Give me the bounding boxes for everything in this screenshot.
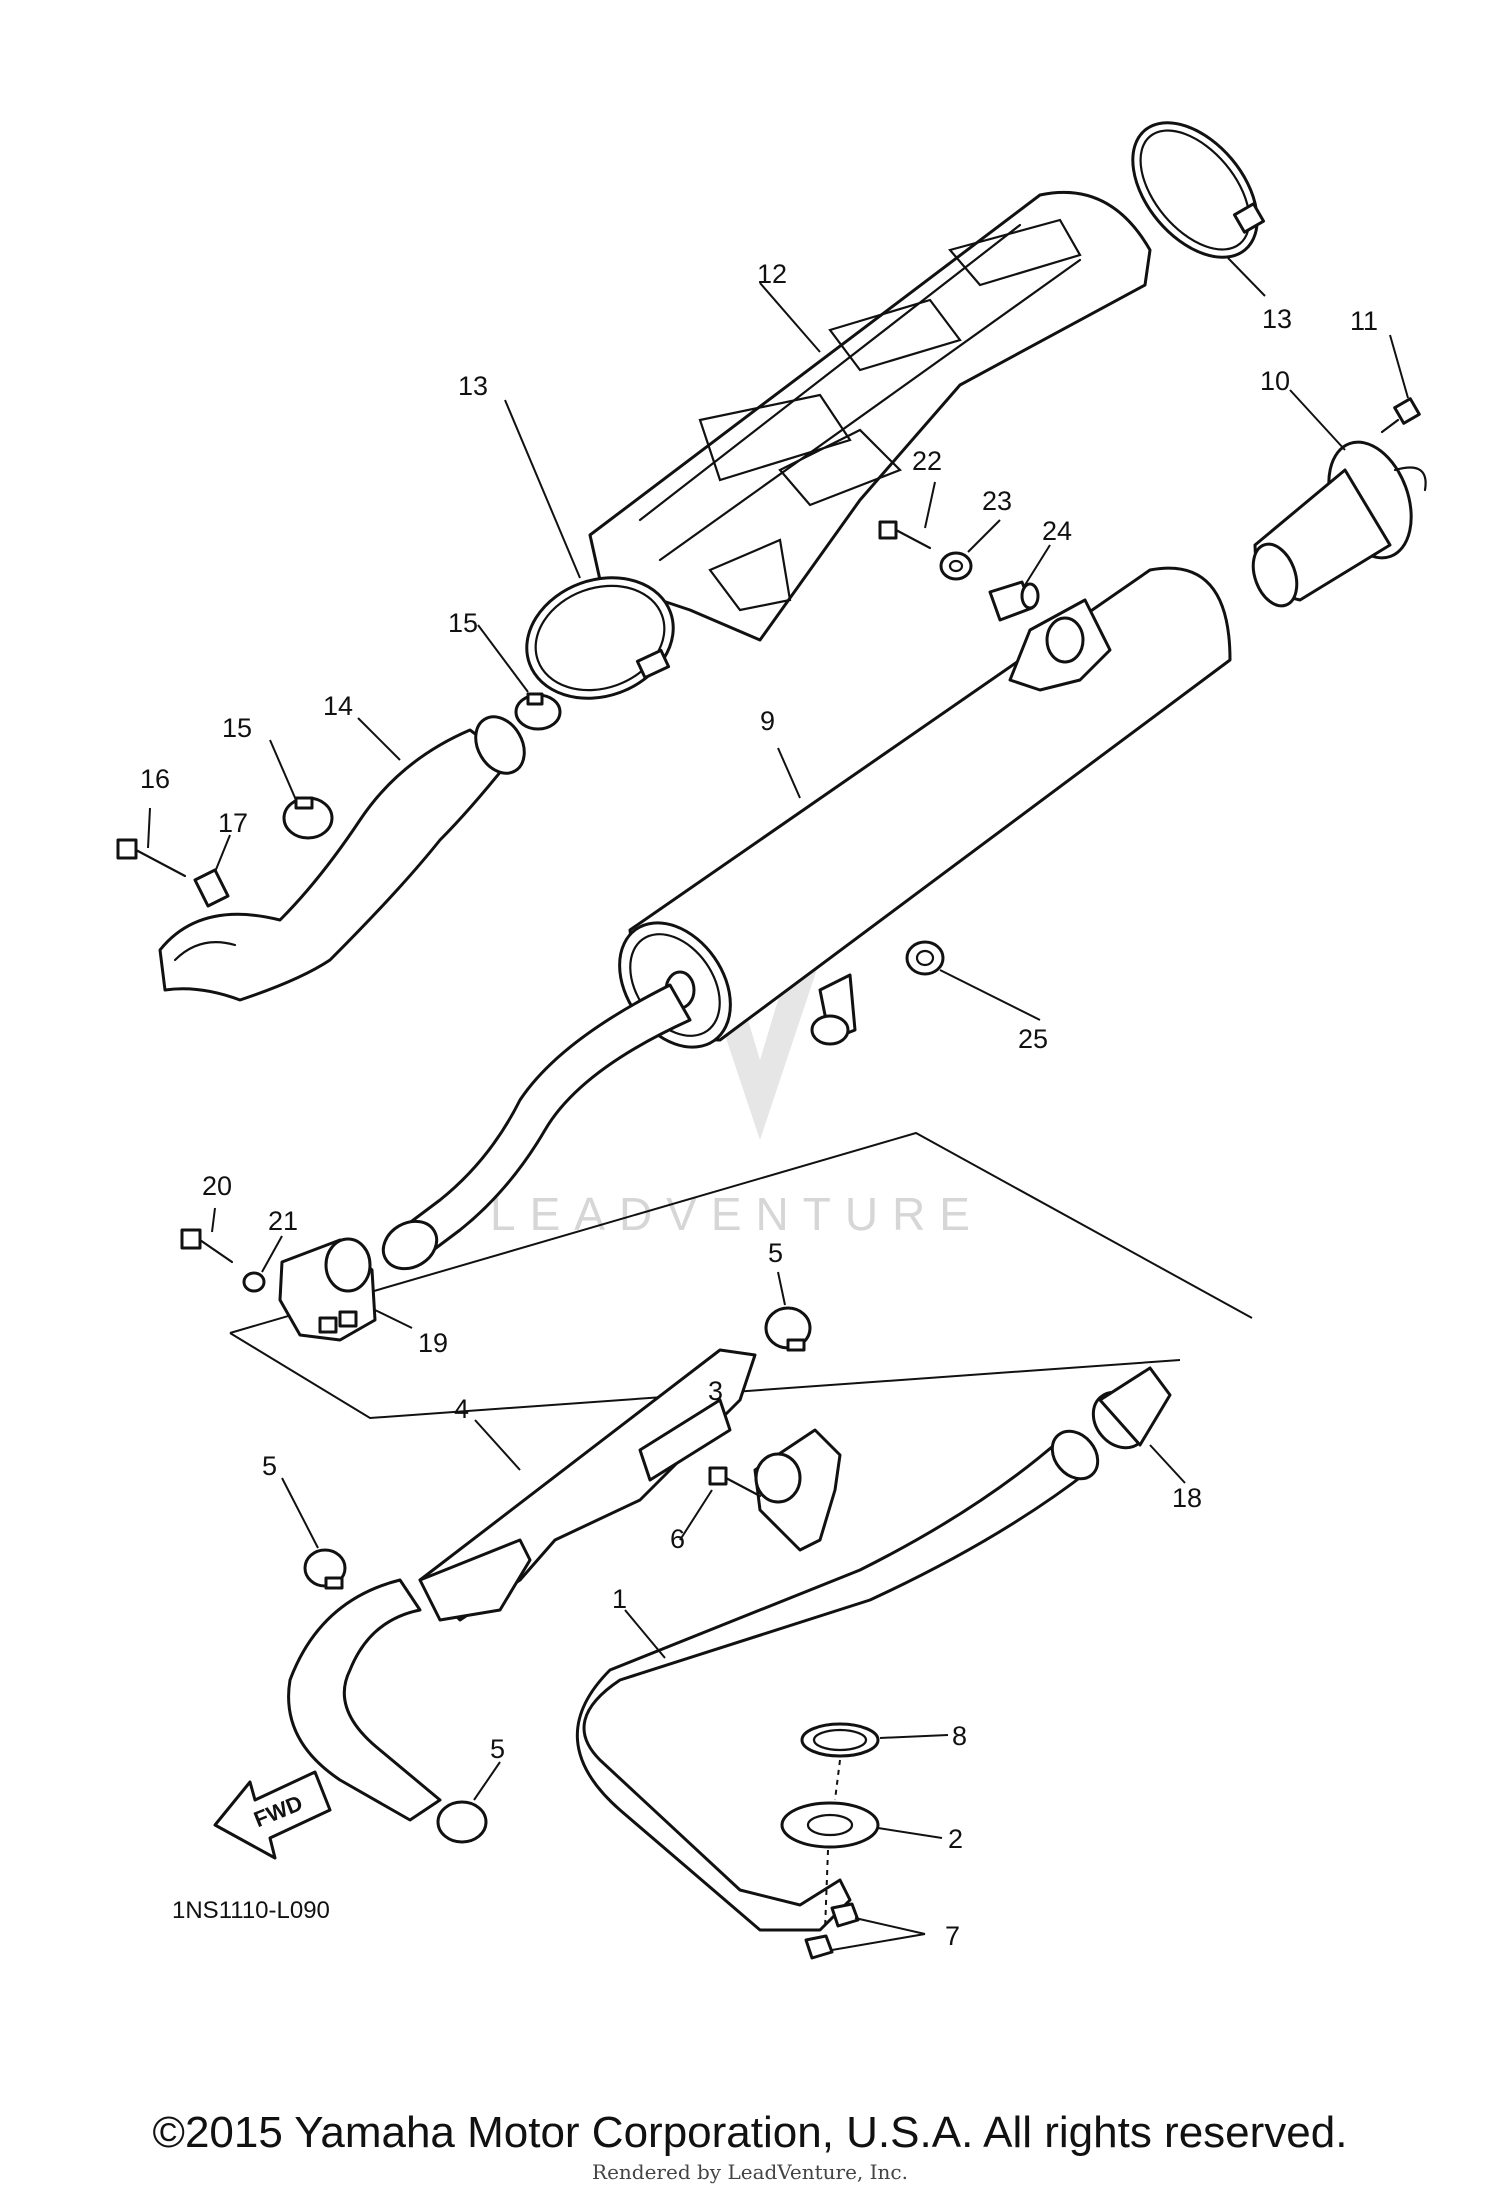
part-5-clamp-left bbox=[303, 1548, 347, 1590]
callout-7: 7 bbox=[945, 1921, 960, 1951]
callout-5-upper: 5 bbox=[768, 1238, 783, 1268]
part-8-gasket bbox=[800, 1722, 880, 1758]
part-13-clamp-upper bbox=[1131, 121, 1266, 259]
callout-10: 10 bbox=[1260, 366, 1290, 396]
part-5-clamp-bottom bbox=[436, 1800, 488, 1844]
callout-16: 16 bbox=[140, 764, 170, 794]
part-19-clamp bbox=[278, 1237, 377, 1342]
fwd-arrow: FWD bbox=[213, 1770, 332, 1860]
callout-5-left: 5 bbox=[262, 1451, 277, 1481]
part-21-washer bbox=[242, 1271, 266, 1293]
callout-11: 11 bbox=[1350, 306, 1378, 336]
callout-24: 24 bbox=[1042, 516, 1072, 546]
callout-21: 21 bbox=[268, 1206, 298, 1236]
callout-15-upper: 15 bbox=[448, 608, 478, 638]
part-10-spark-arrester bbox=[1251, 440, 1427, 608]
part-25-grommet bbox=[905, 940, 945, 976]
part-1-exhaust-pipe bbox=[576, 1429, 1100, 1932]
callout-13-upper: 13 bbox=[1262, 304, 1292, 334]
part-6-bolt bbox=[708, 1466, 762, 1498]
callout-9: 9 bbox=[760, 706, 775, 736]
callouts: 12 13 11 10 13 22 23 24 15 14 15 16 17 9… bbox=[140, 259, 1378, 1951]
part-7-nut-upper bbox=[830, 1902, 860, 1928]
part-16-bolt bbox=[116, 838, 187, 878]
rendered-by-notice: Rendered by LeadVenture, Inc. bbox=[592, 2160, 908, 2184]
part-3-bracket bbox=[753, 1428, 842, 1552]
callout-1: 1 bbox=[612, 1584, 627, 1614]
part-22-bolt bbox=[878, 520, 932, 550]
leader-lines bbox=[147, 257, 1409, 1951]
callout-4: 4 bbox=[454, 1394, 469, 1424]
callout-22: 22 bbox=[912, 446, 942, 476]
part-12-muffler-guard bbox=[588, 190, 1152, 642]
callout-5-bottom: 5 bbox=[490, 1734, 505, 1764]
subassembly-frame bbox=[229, 1131, 1253, 1420]
callout-14: 14 bbox=[323, 691, 353, 721]
copyright-notice: ©2015 Yamaha Motor Corporation, U.S.A. A… bbox=[152, 2108, 1348, 2157]
part-4-protector bbox=[418, 1348, 757, 1622]
part-5-clamp-upper bbox=[764, 1306, 812, 1352]
part-11-screw bbox=[1380, 397, 1421, 434]
callout-3: 3 bbox=[708, 1376, 723, 1406]
part-13-clamp-lower bbox=[525, 576, 675, 700]
callout-19: 19 bbox=[418, 1328, 448, 1358]
callout-18: 18 bbox=[1172, 1483, 1202, 1513]
callout-13-lower: 13 bbox=[458, 371, 488, 401]
part-15-clamp-lower bbox=[282, 796, 334, 840]
part-7-nut-lower bbox=[804, 1934, 834, 1960]
part-23-washer bbox=[939, 551, 973, 581]
part-14-joint-pipe bbox=[158, 715, 526, 1002]
part-18-gasket bbox=[1091, 1366, 1172, 1450]
callout-23: 23 bbox=[982, 486, 1012, 516]
callout-12: 12 bbox=[757, 259, 787, 289]
watermark-text: LEADVENTURE bbox=[490, 1188, 984, 1240]
part-15-clamp-upper bbox=[514, 692, 562, 731]
part-17-collar bbox=[193, 868, 230, 908]
callout-8: 8 bbox=[952, 1721, 967, 1751]
callout-15-lower: 15 bbox=[222, 713, 252, 743]
callout-17: 17 bbox=[218, 808, 248, 838]
part-24-damper bbox=[988, 580, 1040, 622]
part-2-flange bbox=[780, 1759, 880, 1931]
part-9-muffler bbox=[381, 566, 1232, 1271]
callout-6: 6 bbox=[670, 1524, 685, 1554]
callout-2: 2 bbox=[948, 1824, 963, 1854]
figure-code: 1NS1110-L090 bbox=[172, 1897, 330, 1924]
callout-20: 20 bbox=[202, 1171, 232, 1201]
part-20-bolt bbox=[180, 1228, 234, 1264]
front-pipe-section bbox=[287, 1578, 442, 1822]
callout-25: 25 bbox=[1018, 1024, 1048, 1054]
